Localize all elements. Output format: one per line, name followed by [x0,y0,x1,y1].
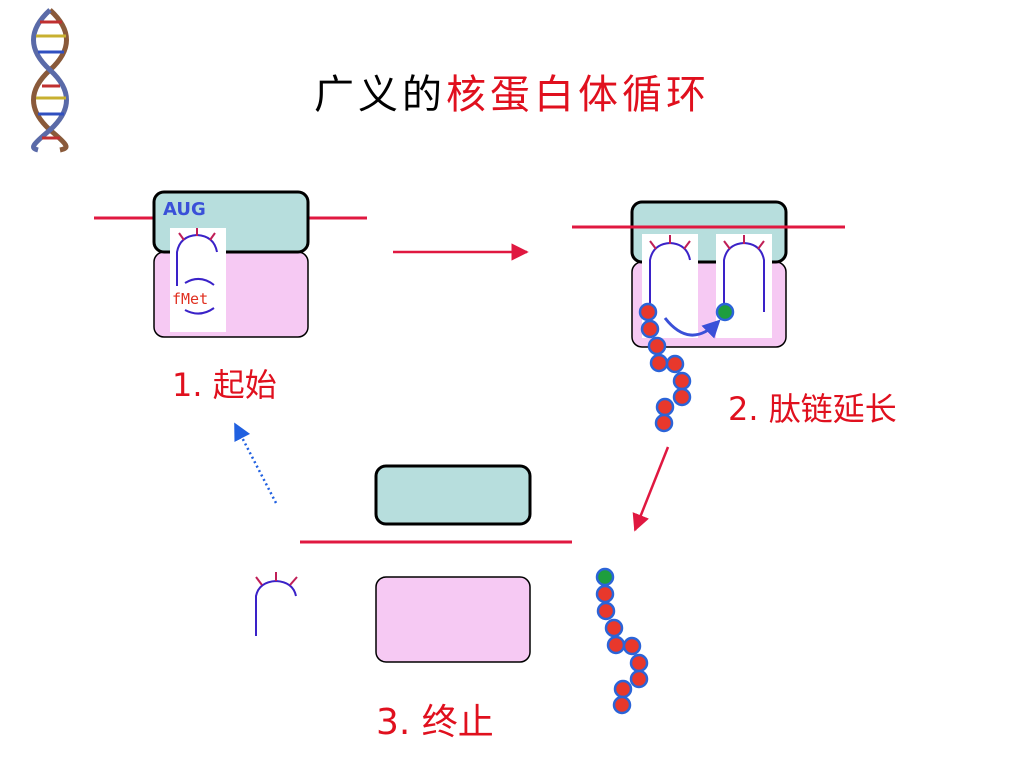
fmet-label: fMet [172,290,208,308]
stage-elongation: 2. 肽链延长 [572,200,897,433]
step-label-initiation: 1. 起始 [172,366,277,404]
released-peptide-chain [595,567,649,715]
amino-acid [638,302,658,322]
peptide-transfer-arrow [663,317,721,339]
stage-initiation: AUG fMet 1. 起始 [94,190,367,404]
amino-acid [672,387,692,407]
trna-icon [723,235,765,312]
amino-acid [604,618,624,638]
amino-acid [595,584,615,604]
trna-icon [176,228,218,315]
title-part-red: 核蛋白体循环 [446,72,710,118]
arrow-elongation-to-termination [632,446,670,532]
stage-termination: 3. 终止 [255,464,649,743]
page-title: 广义的核蛋白体循环 [0,62,1024,120]
arrow-termination-to-initiation [233,422,278,504]
small-subunit [374,464,532,526]
codon-label: AUG [163,199,206,220]
trna-icon [649,235,691,312]
amino-acid [629,653,649,673]
amino-acid [649,353,669,373]
trna-box [170,228,226,332]
amino-acid [612,695,632,715]
amino-acid [665,354,685,374]
amino-acid [654,413,674,433]
dna-helix-icon [31,8,69,153]
title-part-black: 广义的 [314,72,446,118]
peptide-chain [638,302,735,433]
amino-acid [629,669,649,689]
amino-acid [613,679,633,699]
amino-acid [640,319,660,339]
new-amino-acid [595,567,615,587]
amino-acid [647,336,667,356]
large-subunit [375,576,531,663]
released-trna-icon [255,572,298,636]
amino-acid [655,397,675,417]
amino-acid [622,636,642,656]
amino-acid [596,601,616,621]
step-label-termination: 3. 终止 [376,702,494,743]
amino-acid [672,371,692,391]
step-label-elongation: 2. 肽链延长 [728,390,897,428]
new-amino-acid [715,302,735,322]
amino-acid [606,635,626,655]
